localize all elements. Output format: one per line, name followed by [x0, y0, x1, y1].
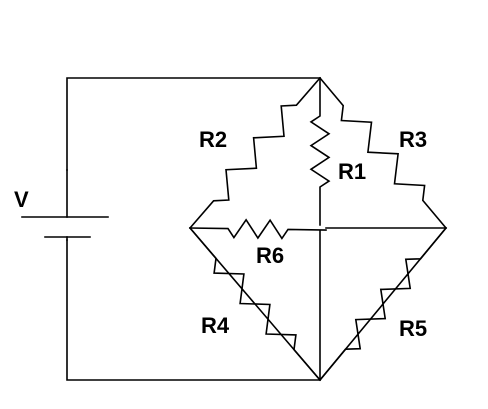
label-r3: R3 [399, 127, 427, 152]
battery-symbol [21, 169, 109, 241]
wire-top [66, 77, 321, 171]
label-r2: R2 [199, 127, 227, 152]
resistor-r2 [188, 76, 322, 230]
resistor-r1 [309, 77, 331, 226]
label-r6: R6 [256, 243, 284, 268]
resistor-r3 [318, 76, 448, 230]
resistor-r6 [189, 218, 327, 240]
wire-bottom [66, 239, 321, 381]
label-r5: R5 [399, 316, 427, 341]
label-r4: R4 [201, 313, 230, 338]
source-label: V [14, 187, 29, 212]
resistor-r5 [318, 226, 448, 382]
label-r1: R1 [338, 159, 366, 184]
resistor-r4 [188, 226, 322, 382]
